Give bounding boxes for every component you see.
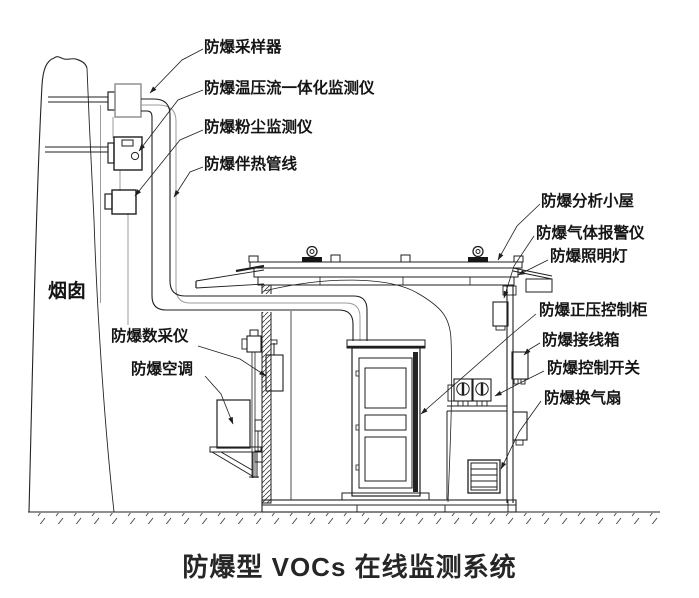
shelter-roof xyxy=(248,245,524,286)
lifting-lug-icon xyxy=(302,245,322,262)
ventilation-fan xyxy=(467,459,501,494)
leader-heat-traced-line xyxy=(173,166,204,198)
label-tpf-monitor: 防爆温压流一体化监测仪 xyxy=(204,80,375,97)
leader-junction-box xyxy=(523,342,541,356)
chimney xyxy=(28,56,115,513)
signal-cables xyxy=(100,105,129,325)
label-heat-traced-line: 防爆伴热管线 xyxy=(204,156,298,173)
label-data-logger: 防爆数采仪 xyxy=(111,328,189,345)
label-analysis-shelter: 防爆分析小屋 xyxy=(541,193,635,210)
label-gas-alarm: 防爆气体报警仪 xyxy=(536,225,645,242)
sampler-device xyxy=(48,83,142,118)
air-conditioner xyxy=(216,399,251,449)
gas-alarm-device xyxy=(492,301,509,331)
leader-analysis-shelter xyxy=(497,203,541,261)
left-wall xyxy=(260,284,273,504)
leader-dust-monitor xyxy=(134,129,204,197)
ground xyxy=(28,511,660,524)
label-control-switch: 防爆控制开关 xyxy=(547,360,641,377)
leader-sampler xyxy=(149,48,204,94)
leader-tpf-monitor xyxy=(138,89,204,152)
lighting-lamp xyxy=(512,267,553,293)
label-lighting-lamp: 防爆照明灯 xyxy=(550,248,628,265)
positive-pressure-cabinet xyxy=(341,339,430,501)
control-switches xyxy=(446,378,507,500)
leader-ventilation-fan xyxy=(500,400,542,470)
label-sampler: 防爆采样器 xyxy=(204,39,282,56)
ac-bracket xyxy=(209,419,263,478)
leader-pressure-cabinet xyxy=(420,313,537,415)
shelter-floor xyxy=(261,499,517,513)
diagram-title: 防爆型 VOCs 在线监测系统 xyxy=(182,552,517,582)
leader-control-switch xyxy=(494,370,545,397)
leader-data-logger xyxy=(197,345,267,377)
leader-lines xyxy=(134,48,549,470)
leader-lighting-lamp xyxy=(517,259,549,276)
dust-monitor-device xyxy=(104,189,137,215)
right-wall xyxy=(502,285,517,503)
lifting-lug-icon xyxy=(468,245,488,262)
label-chimney: 烟囱 xyxy=(48,281,87,302)
label-air-conditioner: 防爆空调 xyxy=(131,361,194,378)
exterior-box xyxy=(512,411,528,446)
sampling-valve xyxy=(241,329,262,478)
tpf-monitor-device xyxy=(45,136,143,171)
interior-cables xyxy=(263,279,453,503)
leader-gas-alarm xyxy=(503,235,535,299)
label-positive-pressure-cabinet: 防爆正压控制柜 xyxy=(539,302,648,319)
heat-traced-pipeline xyxy=(141,98,368,341)
label-dust-monitor: 防爆粉尘监测仪 xyxy=(204,119,313,136)
label-junction-box: 防爆接线箱 xyxy=(542,332,620,349)
label-ventilation-fan: 防爆换气扇 xyxy=(544,390,622,407)
leader-air-conditioner xyxy=(204,375,234,425)
junction-box xyxy=(511,351,529,385)
